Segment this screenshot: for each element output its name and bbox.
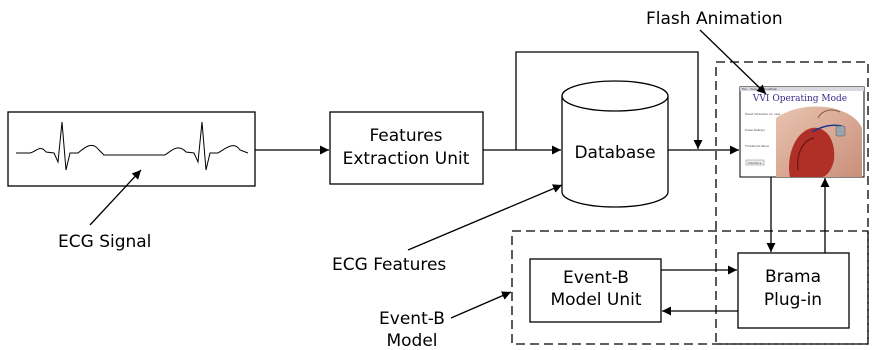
ecg-waveform — [16, 121, 249, 171]
features-label-line2: Extraction Unit — [343, 149, 470, 169]
eventb-unit-label-line1: Event-B — [563, 268, 629, 288]
eventb-unit-label-line2: Model Unit — [550, 290, 641, 310]
screenshot-menu-file: File — [742, 87, 747, 91]
screenshot-field-1: Heart Chamber (in use) — [745, 112, 780, 116]
database-cylinder: Database — [561, 80, 669, 208]
features-label-line1: Features — [369, 126, 442, 146]
eventb-model-label-line1: Event-B — [379, 309, 445, 329]
screenshot-field-3: Threshold Value — [744, 144, 769, 148]
animation-region — [715, 61, 869, 345]
screenshot-menu-view: View — [750, 87, 758, 91]
pointer-ecg-signal — [89, 169, 142, 226]
eventb-model-label-line2: Model — [386, 331, 437, 350]
ecg-features-label: ECG Features — [332, 255, 446, 275]
screenshot-menu-help: Help — [770, 87, 777, 91]
ecg-signal-box — [7, 111, 256, 187]
pointer-eventb-model — [450, 291, 512, 319]
pointer-flash-animation — [699, 29, 767, 95]
features-extraction-box: Features Extraction Unit — [329, 111, 484, 185]
ecg-signal-label: ECG Signal — [58, 232, 151, 252]
pointer-ecg-features — [407, 184, 563, 251]
eventb-model-unit-box: Event-B Model Unit — [529, 258, 662, 323]
database-label: Database — [574, 143, 655, 163]
model-region — [511, 230, 869, 345]
flash-animation-screenshot: File View Controls Help VVI Operating Mo… — [739, 86, 865, 178]
brama-label-line1: Brama — [765, 267, 821, 287]
brama-label-line2: Plug-in — [764, 290, 822, 310]
screenshot-title: VVI Operating Mode — [752, 94, 847, 104]
brama-plugin-box: Brama Plug-in — [737, 252, 850, 329]
arrow-features-bypass-to-animation — [515, 51, 703, 150]
flash-animation-label: Flash Animation — [646, 9, 783, 29]
screenshot-field-2: Pulse Rate(s) — [745, 128, 765, 132]
screenshot-button: Interface — [748, 161, 762, 165]
